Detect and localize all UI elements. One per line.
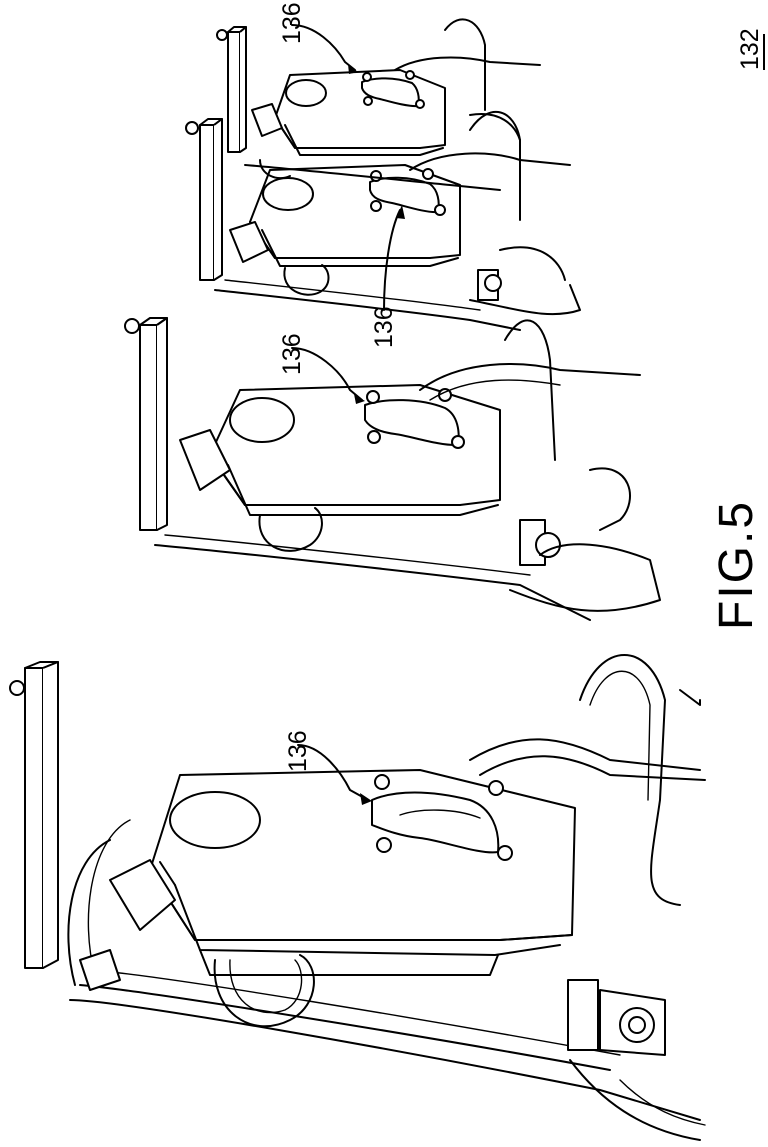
- svg-text:132: 132: [736, 28, 764, 70]
- callout-label-2: 136: [278, 333, 306, 375]
- backpack-small-lower: [185, 110, 581, 331]
- mast-pole: [24, 667, 44, 969]
- backpack-large: 136: [9, 654, 706, 1141]
- housing-port: [169, 791, 261, 849]
- buckle: [567, 979, 599, 1051]
- mast-pole: [227, 31, 241, 153]
- leader-line-2: [291, 347, 363, 401]
- backpack-small-upper: 136 136: [216, 2, 541, 348]
- callout-label-1: 136: [284, 730, 312, 772]
- grab-handle: [361, 70, 425, 109]
- backpack-medium: 136: [124, 317, 661, 621]
- sheet-reference: 132: [736, 28, 765, 70]
- callout-label-3: 136: [370, 306, 398, 348]
- figure-label: FIG.5: [710, 500, 763, 630]
- mast-pole: [199, 124, 215, 281]
- housing-port: [229, 397, 295, 443]
- grab-handle: [369, 168, 446, 216]
- mast-pole: [139, 324, 158, 531]
- mast-knob: [124, 318, 140, 334]
- grab-handle: [371, 774, 513, 861]
- callout-label-4: 136: [278, 2, 306, 44]
- housing-port: [262, 177, 314, 211]
- leader-line-1: [297, 744, 369, 801]
- mast-knob: [9, 680, 25, 696]
- mast-knob: [185, 121, 199, 135]
- housing-port: [285, 79, 327, 107]
- mast-knob: [216, 29, 228, 41]
- grab-handle: [364, 388, 465, 449]
- leader-line-4: [291, 24, 356, 71]
